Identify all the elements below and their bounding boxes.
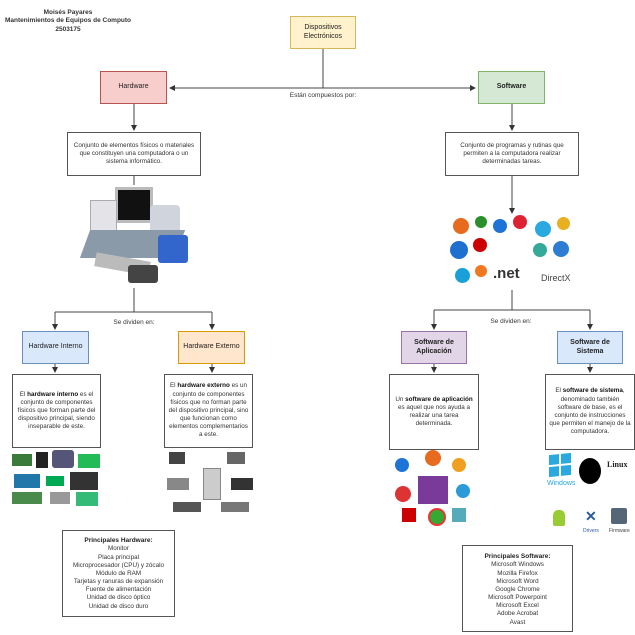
software-description: Conjunto de programas y rutinas que perm… bbox=[445, 132, 579, 176]
software-divide-label: Se dividen en: bbox=[490, 318, 532, 325]
android-icon bbox=[553, 510, 565, 526]
list-item: Placa principal bbox=[98, 553, 139, 561]
software-list: Principales Software: Microsoft Windows … bbox=[462, 545, 573, 632]
course-code: 2503175 bbox=[55, 25, 81, 33]
software-sistema-node: Software de Sistema bbox=[557, 331, 623, 364]
linux-logo: Linux bbox=[607, 460, 628, 469]
application-software-image bbox=[390, 448, 480, 528]
list-item: Microsoft Word bbox=[496, 577, 539, 585]
hardware-divide-label: Se dividen en: bbox=[113, 319, 155, 326]
software-node: Software bbox=[478, 71, 545, 104]
list-item: Google Chrome bbox=[495, 585, 540, 593]
internal-hardware-image bbox=[10, 450, 102, 508]
course-name: Mantenimientos de Equipos de Computo bbox=[4, 17, 132, 25]
hardware-description: Conjunto de elementos físicos o material… bbox=[67, 132, 201, 176]
firmware-label: Firmware bbox=[609, 528, 630, 534]
list-item: Avast bbox=[509, 618, 526, 626]
list-item: Adobe Acrobat bbox=[496, 610, 539, 618]
list-item: Tarjetas y ranuras de expansión bbox=[73, 578, 164, 586]
drivers-label: Drivers bbox=[583, 528, 599, 534]
list-item: Microprocesador (CPU) y zócalo bbox=[73, 561, 164, 569]
system-software-image: Windows Linux ✕ Drivers Firmware bbox=[545, 450, 635, 542]
connector-label: Están compuestos por: bbox=[289, 92, 357, 99]
root-node: Dispositivos Electrónicos bbox=[290, 16, 356, 49]
windows-icon bbox=[549, 452, 571, 478]
hardware-devices-image bbox=[70, 185, 195, 288]
list-item: Unidad de disco óptico bbox=[86, 594, 151, 602]
list-item: Unidad de disco duro bbox=[88, 602, 149, 610]
hardware-interno-node: Hardware Interno bbox=[22, 331, 89, 364]
hardware-node: Hardware bbox=[100, 71, 167, 104]
hardware-externo-node: Hardware Externo bbox=[178, 331, 245, 364]
external-hardware-image bbox=[165, 450, 257, 520]
list-item: Microsoft Powerpoint bbox=[488, 594, 547, 602]
list-item: Fuente de alimentación bbox=[85, 586, 152, 594]
software-list-title: Principales Software: bbox=[484, 553, 551, 560]
list-item: Mozilla Firefox bbox=[497, 569, 538, 577]
software-aplicacion-node: Software de Aplicación bbox=[401, 331, 467, 364]
drivers-icon: ✕ bbox=[585, 508, 597, 524]
windows-label: Windows bbox=[547, 480, 576, 487]
software-sistema-description: El software de sistema, denominado tambi… bbox=[545, 374, 635, 450]
hardware-list: Principales Hardware: Monitor Placa prin… bbox=[62, 530, 175, 617]
directx-logo: DirectX bbox=[541, 273, 571, 283]
hardware-externo-description: El hardware externo es un conjunto de co… bbox=[164, 374, 253, 448]
list-item: Módulo de RAM bbox=[95, 569, 142, 577]
apple-icon bbox=[579, 458, 601, 484]
hardware-list-title: Principales Hardware: bbox=[84, 537, 153, 544]
list-item: Microsoft Excel bbox=[496, 602, 539, 610]
author-name: Moisés Payares bbox=[43, 9, 93, 16]
author-header: Moisés Payares Mantenimientos de Equipos… bbox=[0, 9, 136, 34]
hardware-interno-description: El hardware interno es el conjunto de co… bbox=[12, 374, 101, 448]
dotnet-logo: .net bbox=[493, 265, 520, 282]
list-item: Microsoft Windows bbox=[491, 561, 544, 569]
firmware-icon bbox=[611, 508, 627, 524]
list-item: Monitor bbox=[108, 545, 129, 553]
software-aplicacion-description: Un software de aplicación es aquel que n… bbox=[389, 374, 479, 450]
software-logos-image: .net DirectX bbox=[445, 213, 580, 290]
